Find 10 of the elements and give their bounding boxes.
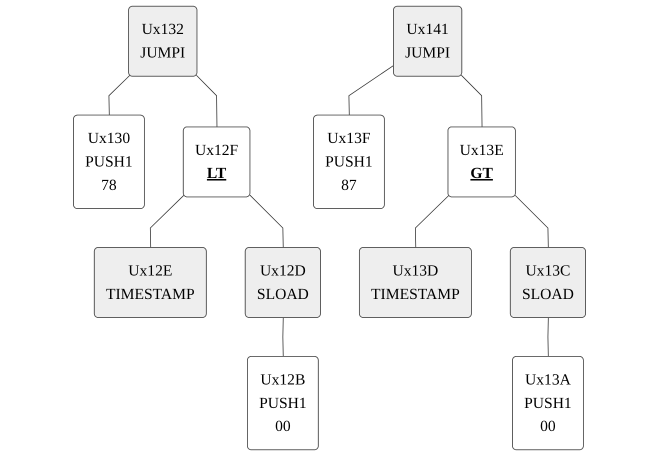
connector bbox=[196, 74, 218, 128]
connector bbox=[348, 64, 394, 116]
connector bbox=[150, 194, 184, 248]
connector bbox=[514, 194, 549, 248]
connector bbox=[415, 194, 450, 248]
connector bbox=[249, 194, 284, 248]
connector bbox=[282, 317, 284, 358]
connector bbox=[548, 317, 549, 358]
connector bbox=[460, 74, 482, 128]
connector bbox=[108, 74, 130, 116]
